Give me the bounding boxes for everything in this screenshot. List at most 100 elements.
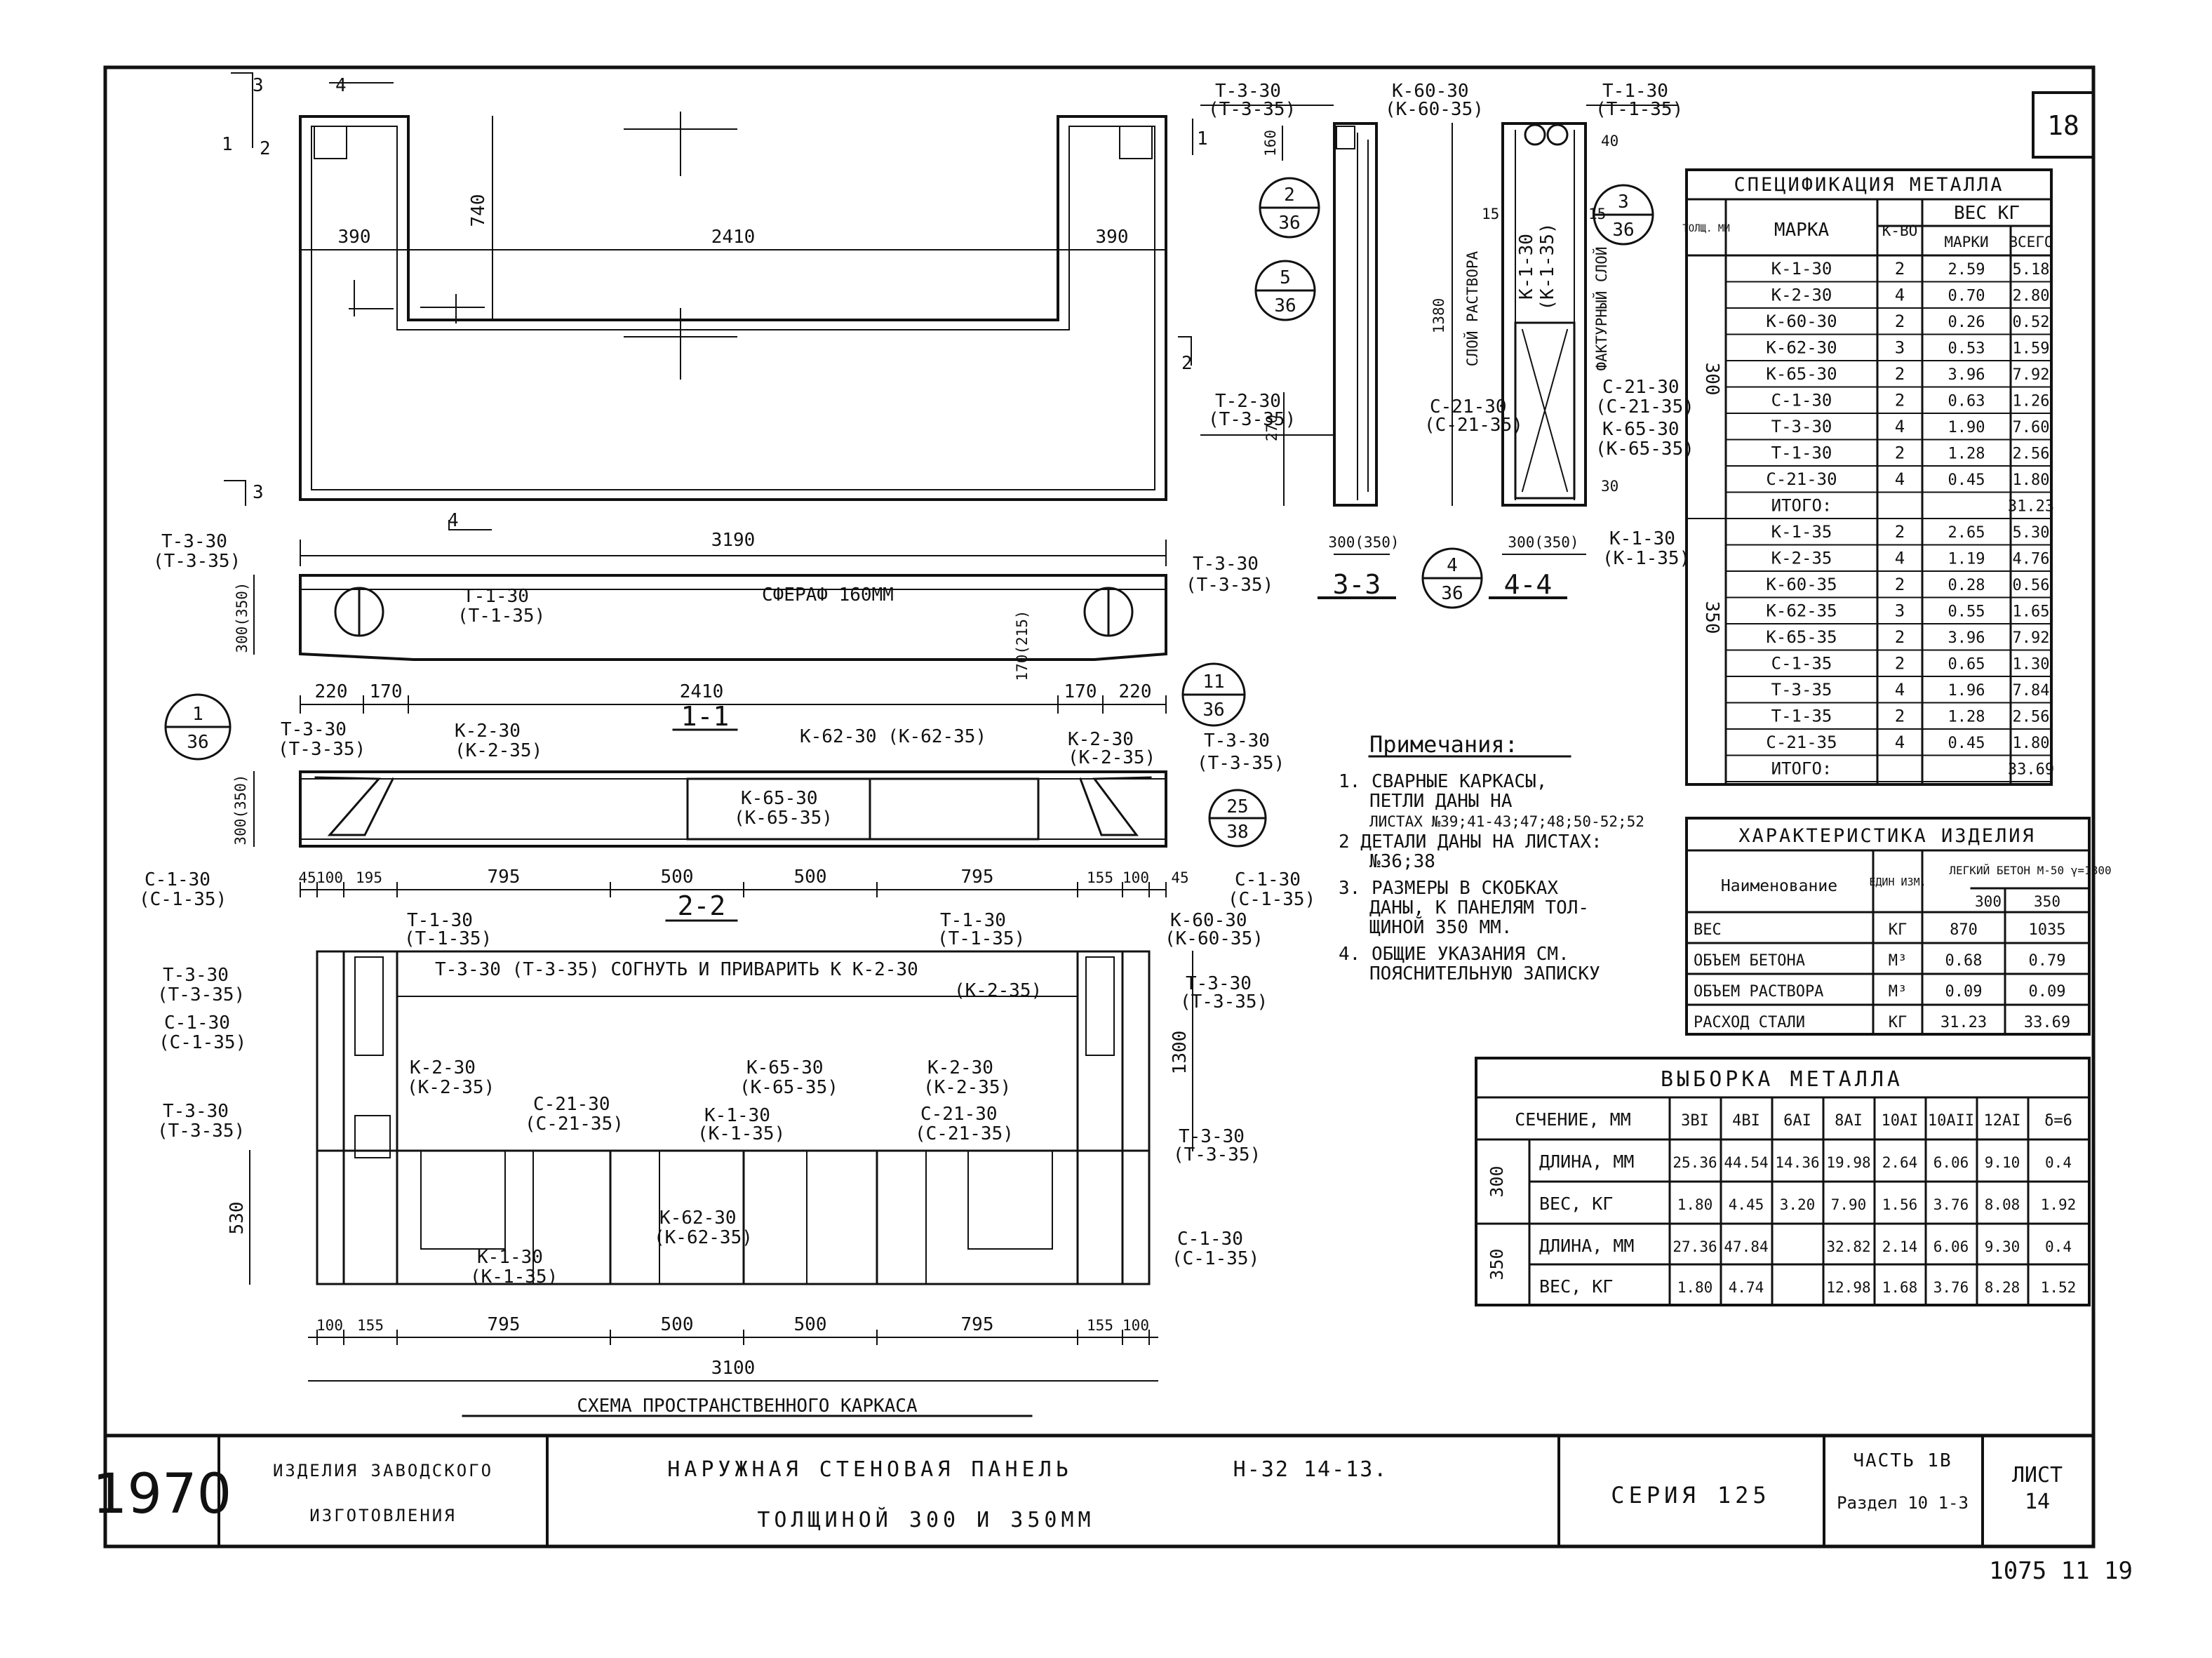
char-unit-2: М³ [1889,983,1908,1001]
s33-tag-1: (Т-3-35) [1208,99,1296,120]
metal-val-0-1-0: 1.80 [1677,1196,1713,1213]
tb-sheet-value: 14 [2025,1490,2050,1514]
callout-11-bottom: 36 [1202,700,1224,721]
metal-val-0-1-5: 3.76 [1933,1196,1969,1213]
spec-qty-1-6: 4 [1895,680,1905,700]
p11-side-dim: 170(215) [1014,610,1031,681]
spec-total-1-0: 5.30 [2013,524,2050,542]
char-v350-0: 1035 [2029,921,2066,939]
spec-per-0-2: 0.26 [1948,314,1985,331]
plan-1-1-dimensions [253,575,1167,731]
cut-mark-2: 2 [260,138,271,159]
cage-tag-16: К-65-30 [746,1057,824,1078]
spec-per-0-5: 0.63 [1948,393,1985,410]
p11-dim-170a: 170 [370,681,403,702]
cage-tag-8: Т-3-30 [1186,973,1252,994]
cage-dim-530: 530 [227,1202,248,1235]
sheet-number-box [2032,91,2095,159]
spec-mark-1-5: С-1-35 [1771,654,1832,674]
cage-tag-18: К-2-30 [927,1057,993,1078]
char-name-1: ОБЪЕМ БЕТОНА [1694,952,1805,970]
note-line-4: №36;38 [1369,851,1435,872]
cage-dim-1300: 1300 [1169,1031,1191,1075]
p22-section-label: 2-2 [678,890,726,921]
section-3-3 [1333,122,1378,507]
spec-qty-1-8: 4 [1895,733,1905,752]
metal-title: ВЫБОРКА МЕТАЛЛА [1661,1067,1903,1092]
cage-tag-24: Т-3-30 [163,1101,229,1122]
spec-total-label-1: ИТОГО: [1771,759,1832,779]
note-line-6: ДАНЫ, К ПАНЕЛЯМ ТОЛ- [1369,897,1589,918]
section-3-3-labels: Т-3-30 (Т-3-35) К-60-30 (К-60-35) Т-2-30… [1208,81,1484,600]
elev-dim-390-left: 390 [338,227,371,248]
cage-tag-10: С-1-30 [164,1012,230,1034]
cage-tag-9: (Т-3-35) [1180,991,1268,1012]
spec-per-1-7: 1.28 [1948,709,1985,726]
spec-mark-0-1: К-2-30 [1771,286,1832,305]
metal-table-grid [1475,1057,2091,1306]
p11-dim-170b: 170 [1064,681,1097,702]
section-4-4-labels: Т-1-30 (Т-1-35) К-1-30 (К-1-35) С-21-30 … [1424,81,1694,604]
spec-qty-0-5: 2 [1895,391,1905,410]
spec-total-1-2: 0.56 [2013,577,2050,594]
cut-mark-3: 3 [253,75,264,96]
p11-left-tag-alt: (Т-3-35) [153,551,241,572]
spec-qty-0-3: 3 [1895,338,1905,358]
char-unit-3: КГ [1889,1014,1908,1031]
elev-dim-740: 740 [468,194,489,227]
char-title: ХАРАКТЕРИСТИКА ИЗДЕЛИЯ [1738,825,2036,847]
cage-dimensions [249,951,1193,1417]
metal-val-0-0-5: 6.06 [1933,1154,1969,1171]
p22-dim-45a: 45 [298,869,316,886]
spec-mark-1-1: К-2-35 [1771,549,1832,568]
spec-per-1-8: 0.45 [1948,735,1985,752]
cage-tag-30: К-1-30 [477,1247,543,1268]
cage-tag-13: (К-2-35) [407,1077,495,1098]
spec-per-0-4: 3.96 [1948,366,1985,384]
p11-dim-2410: 2410 [680,681,724,702]
metal-val-0-0-1: 44.54 [1724,1154,1768,1171]
metal-val-1-1-3: 12.98 [1826,1279,1870,1296]
spec-hdr-total: ВСЕГО [2009,234,2053,250]
metal-val-0-1-7: 1.92 [2041,1196,2077,1213]
spec-per-1-2: 0.28 [1948,577,1985,594]
p11-mid-tag-alt: (Т-1-35) [457,606,545,627]
p22-tag-5: К-65-30 [741,788,818,809]
p22-tag-12: (С-1-35) [139,889,227,910]
spec-total-0-4: 7.92 [2013,366,2050,384]
spec-total-0-0: 5.18 [2013,261,2050,279]
s44-tag-9: (К-65-35) [1595,439,1694,460]
cage-tag-12: К-2-30 [410,1057,476,1078]
spec-per-1-5: 0.65 [1948,656,1985,674]
p11-mid-tag: Т-1-30 [463,586,529,607]
metal-val-1-1-5: 3.76 [1933,1279,1969,1296]
section-4-4 [1501,122,1587,507]
metal-val-0-0-3: 19.98 [1826,1154,1870,1171]
spec-mark-1-0: К-1-35 [1771,522,1832,542]
cage-tag-26: Т-3-30 [1179,1126,1245,1147]
spec-hdr-per: МАРКИ [1944,234,1988,250]
plan-2-2-dimensions [253,771,1167,922]
cage-tag-19: (К-2-35) [923,1077,1011,1098]
section-3-3-dimensions [1200,105,1396,599]
metal-val-0-1-4: 1.56 [1882,1196,1918,1213]
metal-val-1-1-0: 1.80 [1677,1279,1713,1296]
spec-table: СПЕЦИФИКАЦИЯ МЕТАЛЛА ТОЛЩ. ММ МАРКА К-ВО… [1682,174,2053,634]
metal-hdr-section: СЕЧЕНИЕ, ММ [1515,1109,1631,1130]
metal-val-1-0-0: 27.36 [1673,1238,1717,1255]
char-v300-3: 31.23 [1940,1014,1987,1031]
char-hdr-name: Наименование [1721,877,1837,895]
s44-texture-layer: ФАКТУРНЫЙ СЛОЙ [1593,246,1610,370]
char-v350-2: 0.09 [2029,983,2066,1001]
spec-per-0-3: 0.53 [1948,340,1985,358]
cage-bend-note-alt: (К-2-35) [954,980,1042,1001]
cage-tag-28: К-62-30 [659,1208,737,1229]
callout-4-bottom: 36 [1441,583,1463,604]
tb-section: Раздел 10 1-3 [1837,1493,1969,1513]
metal-label-0-1: ВЕС, КГ [1539,1194,1613,1214]
callout-25-top: 25 [1226,796,1248,817]
callout-1-bottom: 36 [187,732,208,753]
metal-col-5: 10АII [1928,1112,1974,1130]
p22-tag-14: (С-1-35) [1228,889,1315,910]
p22-dim-500b: 500 [794,867,827,888]
